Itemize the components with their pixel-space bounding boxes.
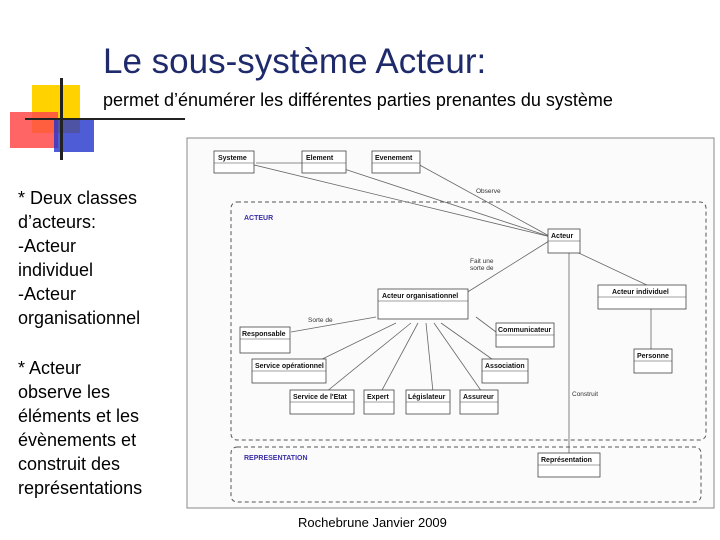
svg-text:Expert: Expert [367, 394, 389, 401]
class-legislateur: Législateur [405, 389, 451, 415]
line-expert-org [380, 322, 419, 393]
class-expert: Expert [363, 389, 395, 415]
line-observe-systeme [245, 162, 552, 238]
slide-title: Le sous-système Acteur: [103, 42, 487, 81]
class-association: Association [481, 358, 529, 384]
line-communicateur-org [475, 316, 497, 333]
class-element: Element [301, 150, 347, 174]
package-acteur [230, 201, 707, 441]
relation-observe: Observe [476, 188, 501, 195]
line-assureur-org [433, 322, 483, 393]
line-legislateur-org [425, 322, 434, 393]
slide-subtitle: permet d’énumérer les différentes partie… [103, 90, 613, 110]
svg-text:Systeme: Systeme [218, 155, 247, 162]
class-service-operationnel: Service opérationnel [251, 358, 327, 384]
svg-text:Personne: Personne [637, 353, 669, 360]
line-org-acteur [465, 240, 550, 294]
class-assureur: Assureur [459, 389, 499, 415]
svg-text:Evenement: Evenement [375, 155, 413, 162]
svg-text:Représentation: Représentation [541, 457, 592, 464]
class-personne: Personne [633, 348, 673, 374]
bullet-deux-classes: * Deux classes d’acteurs: -Acteur indivi… [18, 188, 141, 328]
svg-text:Acteur organisationnel: Acteur organisationnel [382, 293, 458, 300]
line-serviceetat-org [325, 322, 412, 393]
slide-footer: Rochebrune Janvier 2009 [298, 515, 447, 530]
svg-text:Acteur individuel: Acteur individuel [612, 289, 669, 296]
class-acteur-individuel: Acteur individuel [597, 284, 687, 310]
package-representation-label: REPRESENTATION [244, 455, 308, 462]
line-responsable-org [290, 316, 377, 333]
class-communicateur: Communicateur [495, 322, 555, 348]
line-observe-evenement [415, 162, 552, 238]
bullet-acteur-observe: * Acteur observe les éléments et les évè… [18, 358, 143, 498]
svg-text:Association: Association [485, 363, 525, 370]
class-acteur-organisationnel: Acteur organisationnel [377, 288, 469, 320]
svg-text:Acteur: Acteur [551, 233, 573, 240]
svg-text:Element: Element [306, 155, 334, 162]
class-systeme: Systeme [213, 150, 255, 174]
line-observe-element [325, 162, 552, 238]
svg-text:Communicateur: Communicateur [498, 327, 552, 334]
line-individuel-acteur [565, 246, 652, 288]
package-representation [230, 446, 702, 503]
relation-construit: Construit [572, 391, 598, 398]
class-representation: Représentation [537, 452, 601, 478]
svg-text:Service opérationnel: Service opérationnel [255, 363, 324, 370]
class-acteur: Acteur [547, 228, 581, 254]
svg-text:Législateur: Législateur [408, 394, 446, 401]
svg-text:Responsable: Responsable [242, 331, 286, 338]
class-service-etat: Service de l'Etat [289, 389, 355, 415]
decor-horizontal-line [25, 118, 185, 120]
relation-sorte-de: Sorte de [308, 317, 333, 324]
svg-text:Assureur: Assureur [463, 394, 494, 401]
svg-text:Service de l'Etat: Service de l'Etat [293, 394, 347, 401]
class-evenement: Evenement [371, 150, 421, 174]
class-responsable: Responsable [239, 326, 291, 354]
diagram-frame [186, 137, 715, 509]
package-acteur-label: ACTEUR [244, 215, 273, 222]
